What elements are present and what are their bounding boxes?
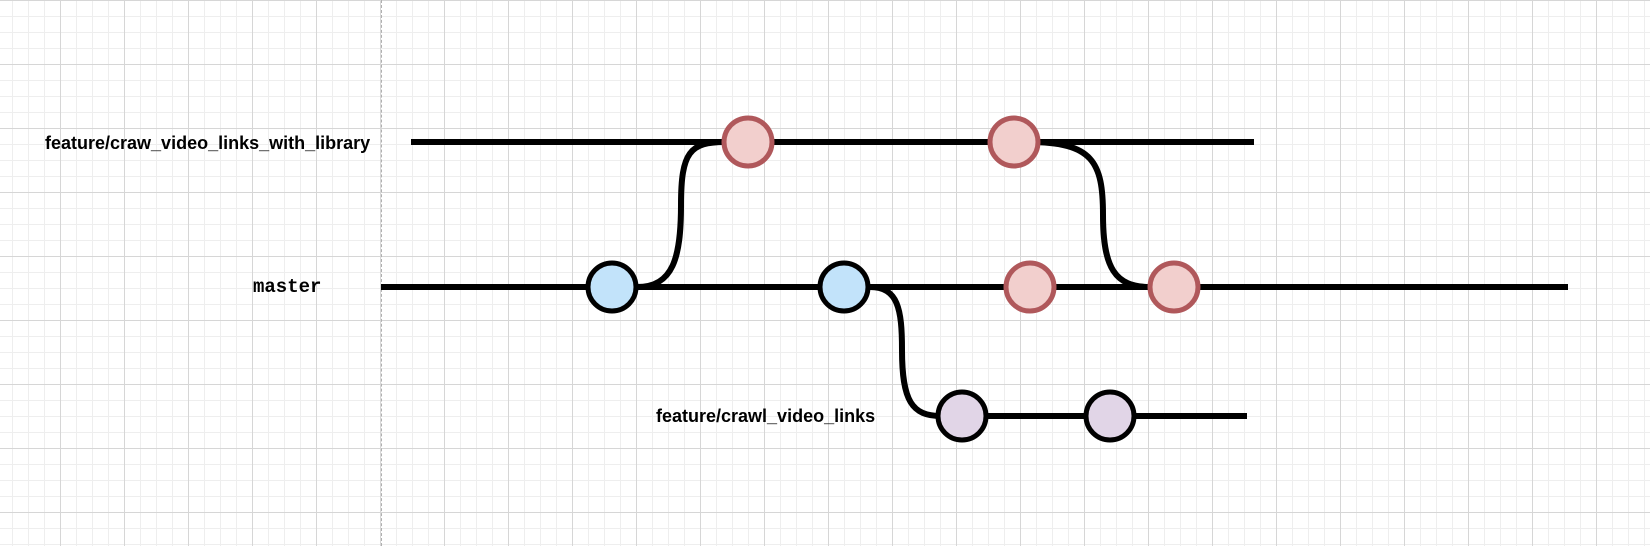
branch-label-master: master	[253, 276, 322, 298]
commit-node	[721, 115, 775, 169]
commit-node	[1003, 260, 1057, 314]
branch-off-connector-crawl	[869, 284, 942, 419]
commit-node	[1083, 389, 1137, 443]
commit-node	[817, 260, 871, 314]
dashed-guide-line	[381, 0, 382, 546]
branch-label-feature-crawl: feature/crawl_video_links	[656, 406, 876, 426]
merge-connector-library	[1027, 139, 1151, 290]
commit-node	[1147, 260, 1201, 314]
commit-node	[585, 260, 639, 314]
branch-label-feature-library: feature/craw_video_links_with_library	[45, 133, 371, 153]
branch-off-connector-library	[636, 139, 726, 290]
commit-node	[935, 389, 989, 443]
commit-node	[987, 115, 1041, 169]
